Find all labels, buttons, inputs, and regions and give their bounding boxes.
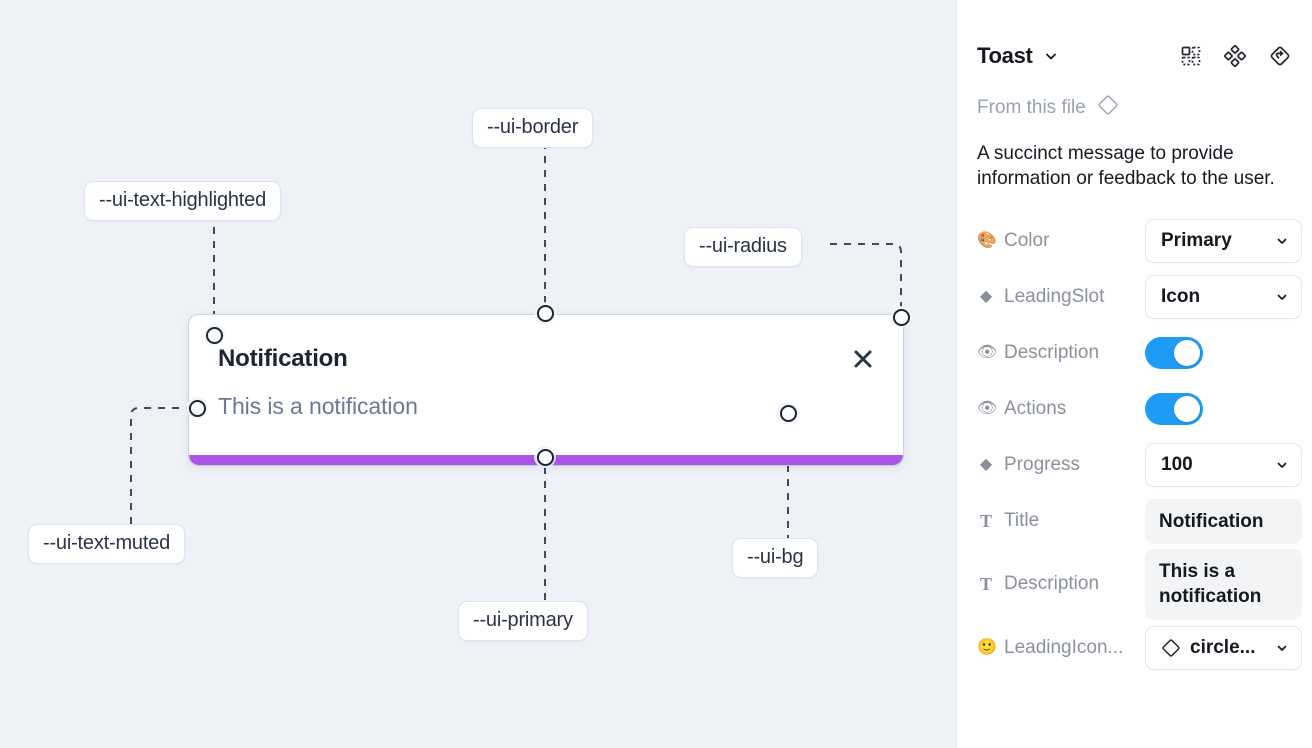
property-label-description-text: T Description	[977, 573, 1145, 595]
toggle-knob	[1174, 340, 1200, 367]
chevron-down-icon	[1275, 234, 1289, 248]
token-marker-ui-border[interactable]	[534, 302, 556, 324]
panel-header-icons	[1180, 44, 1292, 68]
property-name: Actions	[1004, 398, 1067, 420]
property-label-leadingslot: ◆ LeadingSlot	[977, 286, 1145, 308]
palette-emoji: 🎨	[977, 232, 997, 250]
component-description: A succinct message to provide informatio…	[977, 143, 1275, 190]
panel-title: Toast	[977, 43, 1033, 68]
color-select-value: Primary	[1161, 230, 1232, 252]
variants-icon[interactable]	[1224, 45, 1246, 67]
property-name: LeadingSlot	[1004, 286, 1105, 308]
toast-component[interactable]: Notification This is a notification	[189, 315, 903, 465]
property-row-description-text: T Description This is a notification	[971, 549, 1302, 620]
description-toggle[interactable]	[1145, 337, 1203, 370]
diamond-icon	[1161, 638, 1181, 658]
token-pill-ui-text-muted[interactable]: --ui-text-muted	[28, 524, 186, 564]
smiley-emoji: 🙂	[977, 638, 997, 656]
actions-toggle[interactable]	[1145, 393, 1203, 426]
property-row-title: T Title Notification	[971, 493, 1302, 549]
property-name: LeadingIcon...	[1004, 636, 1124, 658]
token-pill-ui-radius[interactable]: --ui-radius	[684, 227, 802, 267]
color-select[interactable]: Primary	[1145, 219, 1302, 264]
toggle-knob	[1174, 396, 1200, 423]
property-row-actions-toggle: 👁 Actions	[971, 381, 1298, 437]
design-canvas[interactable]: Notification This is a notification --ui…	[0, 0, 956, 748]
token-marker-ui-bg[interactable]	[777, 402, 799, 424]
eye-emoji: 👁	[977, 400, 998, 418]
property-label-color: 🎨 Color	[977, 230, 1145, 252]
token-pill-ui-bg[interactable]: --ui-bg	[732, 538, 819, 578]
property-label-leadingicon: 🙂 LeadingIcon...	[977, 637, 1145, 659]
leadingicon-select-value: circle...	[1190, 636, 1256, 658]
token-marker-ui-primary[interactable]	[534, 446, 556, 468]
property-row-leadingicon: 🙂 LeadingIcon... circle...	[971, 620, 1302, 676]
token-marker-ui-radius[interactable]	[890, 306, 912, 328]
progress-select-value: 100	[1161, 454, 1193, 476]
chevron-down-icon	[1275, 290, 1289, 304]
property-name: Description	[1004, 342, 1100, 364]
leadingslot-select[interactable]: Icon	[1145, 275, 1302, 320]
property-label-progress: ◆ Progress	[977, 454, 1145, 476]
token-pill-ui-primary[interactable]: --ui-primary	[458, 601, 588, 641]
chevron-down-icon	[1275, 458, 1289, 472]
property-row-description-toggle: 👁 Description	[971, 325, 1298, 381]
properties-list: 🎨 Color Primary	[971, 213, 1302, 676]
token-marker-ui-text-muted[interactable]	[186, 397, 208, 419]
leadingicon-select[interactable]: circle...	[1145, 625, 1302, 670]
close-icon[interactable]	[849, 345, 877, 373]
property-name: Description	[1004, 573, 1100, 595]
text-icon: T	[979, 573, 992, 594]
chevron-down-icon[interactable]	[1043, 48, 1059, 64]
property-row-progress: ◆ Progress 100	[971, 437, 1302, 493]
chevron-down-icon	[1275, 641, 1289, 655]
property-row-leadingslot: ◆ LeadingSlot Icon	[971, 269, 1302, 325]
token-marker-ui-text-highlighted[interactable]	[203, 324, 225, 346]
token-pill-ui-border[interactable]: --ui-border	[472, 108, 594, 148]
property-row-color: 🎨 Color Primary	[971, 213, 1302, 269]
from-this-file-label: From this file	[977, 96, 1086, 118]
title-field[interactable]: Notification	[1145, 498, 1302, 544]
from-this-file[interactable]: From this file	[971, 94, 1298, 121]
panel-divider	[956, 0, 957, 748]
description-field[interactable]: This is a notification	[1145, 549, 1302, 620]
diamond-icon	[1097, 94, 1119, 121]
panel-header: Toast	[971, 28, 1298, 84]
properties-panel: Toast	[957, 0, 1312, 748]
property-name: Title	[1004, 510, 1040, 532]
component-set-icon[interactable]	[1180, 45, 1202, 67]
property-label-description-toggle: 👁 Description	[977, 342, 1145, 364]
toast-title: Notification	[218, 345, 348, 372]
toast-description: This is a notification	[218, 393, 418, 419]
property-label-title: T Title	[977, 510, 1145, 532]
diamond-emoji: ◆	[979, 456, 993, 474]
property-label-actions-toggle: 👁 Actions	[977, 398, 1145, 420]
token-pill-ui-text-highlighted[interactable]: --ui-text-highlighted	[84, 181, 281, 221]
property-name: Color	[1004, 230, 1050, 252]
property-name: Progress	[1004, 454, 1081, 476]
text-icon: T	[979, 510, 992, 531]
diamond-emoji: ◆	[979, 288, 993, 306]
leadingslot-select-value: Icon	[1161, 286, 1201, 308]
progress-select[interactable]: 100	[1145, 443, 1302, 488]
reset-instance-icon[interactable]	[1268, 44, 1292, 68]
eye-emoji: 👁	[977, 344, 998, 362]
